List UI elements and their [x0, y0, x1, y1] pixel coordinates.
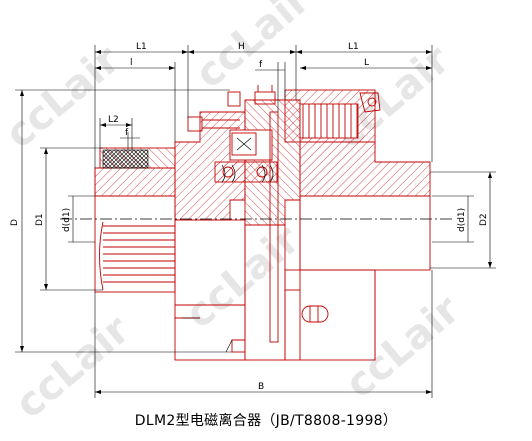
- dim-l-left: l: [130, 58, 133, 68]
- dim-d2: D2: [479, 213, 489, 226]
- dim-l2: L2: [108, 115, 119, 125]
- dim-l-right: L: [364, 58, 369, 68]
- bolt-top-left: [187, 91, 241, 132]
- watermark-text: ccLair: [337, 287, 469, 408]
- right-hub-section: [284, 141, 431, 361]
- clutch-parts: [94, 85, 431, 361]
- left-flange: [174, 111, 246, 361]
- dim-f-top: f: [259, 60, 263, 70]
- dimension-lines: [15, 45, 496, 398]
- dim-l1-right: L1: [348, 42, 359, 52]
- left-seal-ring: [99, 147, 176, 169]
- dim-b: B: [258, 382, 264, 392]
- dim-l1-left: L1: [136, 42, 147, 52]
- dimension-labels: L1 H L1 l L f L2 f D D1 d(d1) d(d1) D2 B: [10, 42, 489, 392]
- dim-bore-right: d(d1): [457, 208, 467, 232]
- watermark-text: ccLair: [187, 0, 319, 98]
- dim-d1: D1: [35, 213, 45, 226]
- dim-bore-left: d(d1): [62, 208, 72, 232]
- figure-caption: DLM2型电磁离合器（JB/T8808-1998）: [134, 413, 398, 429]
- dim-d: D: [10, 219, 20, 226]
- dimension-arrows: [20, 50, 492, 394]
- terminal-top: [254, 85, 276, 105]
- watermark-text: ccLair: [177, 217, 309, 338]
- watermark-text: ccLair: [0, 37, 129, 158]
- dim-f-left: f: [125, 128, 129, 138]
- left-hub-section: [94, 167, 176, 293]
- friction-plate-pack: [284, 89, 381, 143]
- dim-h: H: [238, 42, 245, 52]
